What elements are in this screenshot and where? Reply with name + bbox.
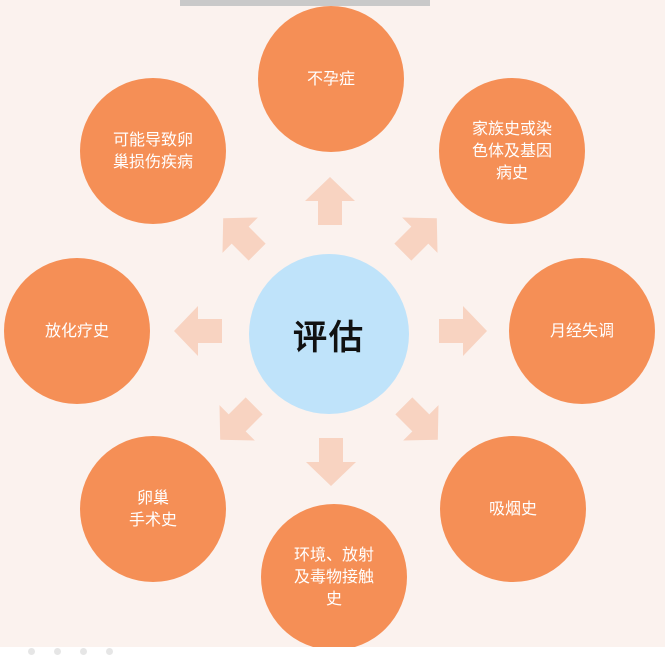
node-ovarian-surgery: 卵巢 手术史 bbox=[80, 436, 226, 582]
arrow-up-right bbox=[394, 217, 438, 261]
node-ovarian-damage-disease: 可能导致卵 巢损伤疾病 bbox=[80, 78, 226, 224]
arrow-down bbox=[306, 438, 356, 486]
arrow-up bbox=[305, 177, 355, 225]
node-smoking-history: 吸烟史 bbox=[440, 436, 586, 582]
node-chemoradiotherapy: 放化疗史 bbox=[4, 258, 150, 404]
top-window-strip bbox=[180, 0, 430, 6]
node-label: 放化疗史 bbox=[44, 321, 109, 340]
node-label: 可能导致卵 巢损伤疾病 bbox=[112, 130, 193, 171]
arrow-up-left bbox=[222, 217, 266, 261]
node-label: 环境、放射 及毒物接触 史 bbox=[293, 545, 374, 608]
toolbar-dot-icon bbox=[80, 648, 87, 655]
node-exposure-history: 环境、放射 及毒物接触 史 bbox=[261, 504, 407, 650]
node-label: 月经失调 bbox=[549, 321, 614, 340]
center-label: 评估 bbox=[293, 317, 365, 358]
node-label: 家族史或染 色体及基因 病史 bbox=[471, 119, 552, 182]
arrow-left bbox=[174, 306, 222, 356]
node-family-history: 家族史或染 色体及基因 病史 bbox=[439, 78, 585, 224]
arrow-right bbox=[439, 306, 487, 356]
node-label: 吸烟史 bbox=[488, 499, 537, 518]
toolbar-dot-icon bbox=[106, 648, 113, 655]
node-menstrual-disorder: 月经失调 bbox=[509, 258, 655, 404]
bottom-toolbar-strip bbox=[0, 647, 665, 657]
toolbar-dot-icon bbox=[54, 648, 61, 655]
toolbar-dot-icon bbox=[28, 648, 35, 655]
node-infertility: 不孕症 bbox=[258, 6, 404, 152]
node-label: 不孕症 bbox=[306, 69, 355, 88]
arrow-down-left bbox=[219, 397, 263, 441]
center-node: 评估 bbox=[249, 254, 409, 414]
arrow-down-right bbox=[395, 397, 439, 441]
node-label: 卵巢 手术史 bbox=[128, 488, 177, 529]
